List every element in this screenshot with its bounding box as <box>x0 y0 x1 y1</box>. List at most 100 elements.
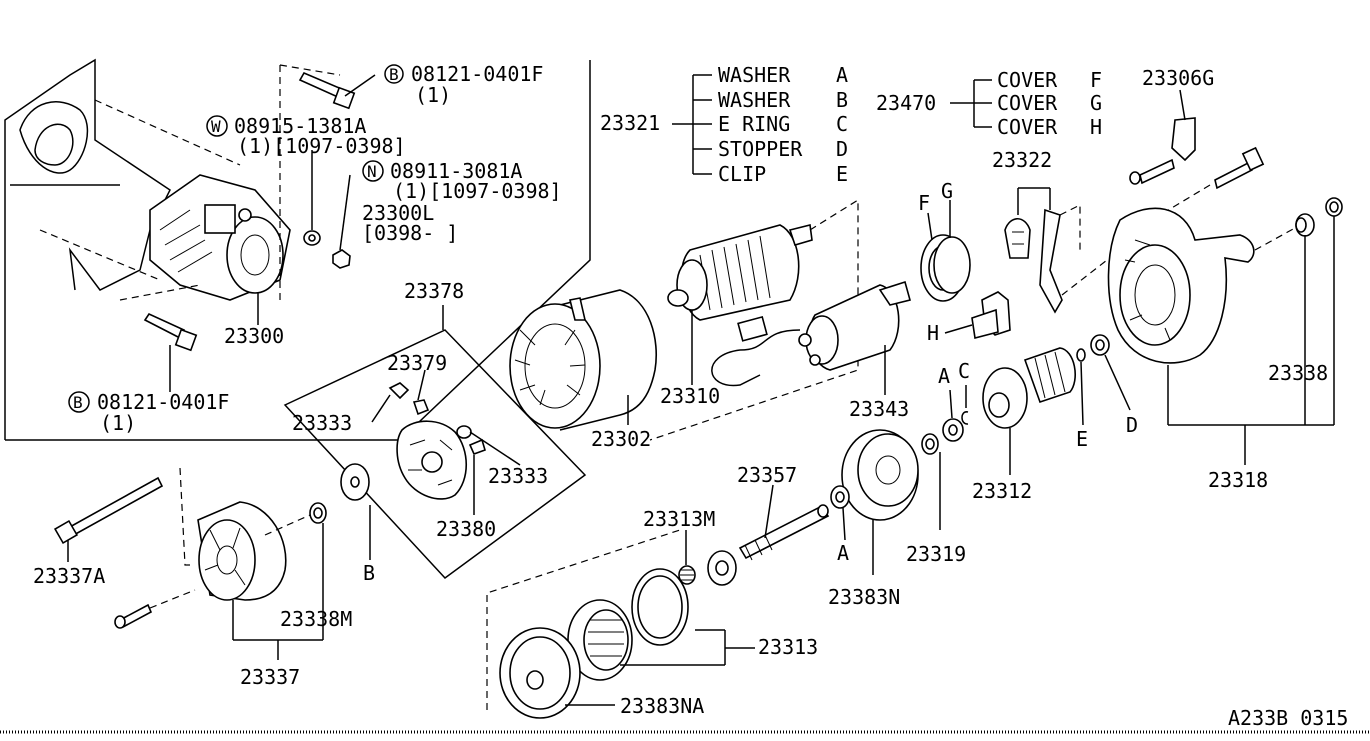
washer-item-letter-e: E <box>836 162 848 186</box>
label-23338m[interactable]: 23338M <box>280 607 352 631</box>
covers-f-g[interactable]: F G <box>918 179 971 302</box>
label-23383na[interactable]: 23383NA <box>620 694 704 718</box>
washer-item-name-e: CLIP <box>718 162 766 186</box>
label-23383n[interactable]: 23383N <box>828 585 900 609</box>
cover-item-letter-g: G <box>1090 91 1102 115</box>
starter-assembly-23300[interactable] <box>149 174 291 301</box>
part-number-08915[interactable]: 08915-1381A <box>234 114 366 138</box>
magnetic-switch-23343[interactable] <box>649 198 911 441</box>
part-number-08911[interactable]: 08911-3081A <box>390 159 522 183</box>
end-cover-23383na[interactable]: 23383NA <box>486 529 704 719</box>
qty-washer-w: (1)[1097-0398] <box>237 134 406 158</box>
cover-item-letter-h: H <box>1090 115 1102 139</box>
armature-23310[interactable] <box>667 224 813 321</box>
label-23322[interactable]: 23322 <box>992 148 1052 172</box>
shaft-23357[interactable]: 23357 <box>707 463 830 586</box>
letter-d: D <box>1126 413 1138 437</box>
label-23333-left[interactable]: 23333 <box>292 411 352 435</box>
label-23313m[interactable]: 23313M <box>643 507 715 531</box>
sleeve-23319[interactable]: 23319 <box>906 433 966 566</box>
callout-23318: 23318 <box>1167 365 1334 492</box>
label-23343[interactable]: 23343 <box>849 397 909 421</box>
gear-kit-23313[interactable]: 23313 <box>567 568 818 681</box>
washer-a-upper[interactable]: A <box>938 364 964 442</box>
label-23318[interactable]: 23318 <box>1208 468 1268 492</box>
badge-b-bottom: B <box>73 393 83 412</box>
label-23300[interactable]: 23300 <box>224 324 284 348</box>
washer-a-lower[interactable]: A <box>830 485 850 565</box>
label-23470[interactable]: 23470 <box>876 91 936 115</box>
letter-a-upper: A <box>938 364 950 388</box>
label-23337a[interactable]: 23337A <box>33 564 105 588</box>
label-23378[interactable]: 23378 <box>404 279 464 303</box>
label-23312[interactable]: 23312 <box>972 479 1032 503</box>
bushings-23338[interactable]: 23338 <box>1254 197 1343 425</box>
through-bolt-23337a[interactable]: 23337A <box>33 467 190 588</box>
callout-bolt-bottom: B 08121-0401F (1) <box>68 345 229 435</box>
part-number-23300l[interactable]: 23300L <box>362 201 434 225</box>
callout-23302: 23302 <box>591 395 651 451</box>
cover-23383n[interactable]: 23383N <box>828 429 919 609</box>
part-23333-left[interactable]: 23333 <box>292 394 391 435</box>
label-23313[interactable]: 23313 <box>758 635 818 659</box>
brush-holder-group: 23378 <box>283 279 587 580</box>
brush-holder-23380[interactable] <box>396 420 467 500</box>
callout-23343: 23343 <box>849 345 909 421</box>
lever-23322[interactable]: 23322 <box>992 148 1121 314</box>
label-23319[interactable]: 23319 <box>906 542 966 566</box>
bushing-23338m[interactable]: 23338M <box>264 502 352 640</box>
bracket-23306g[interactable]: 23306G <box>1109 66 1265 246</box>
washer-08915[interactable] <box>303 230 321 246</box>
label-23333-right[interactable]: 23333 <box>488 464 548 488</box>
callout-23380: 23380 <box>436 455 496 541</box>
label-23337[interactable]: 23337 <box>240 665 300 689</box>
washer-item-letter-a: A <box>836 63 848 87</box>
nut-08911[interactable] <box>332 249 351 269</box>
part-number-08121-top[interactable]: 08121-0401F <box>411 62 543 86</box>
label-23357[interactable]: 23357 <box>737 463 797 487</box>
label-23302[interactable]: 23302 <box>591 427 651 451</box>
badge-w: W <box>211 117 221 136</box>
housing-23318[interactable] <box>1107 207 1255 364</box>
washer-group-23321: 23321 WASHER A WASHER B E RING C STOPPER… <box>600 63 848 186</box>
washer-item-letter-b: B <box>836 88 848 112</box>
cover-item-letter-f: F <box>1090 68 1102 92</box>
label-23321[interactable]: 23321 <box>600 111 660 135</box>
letter-b: B <box>363 561 375 585</box>
letter-a-lower: A <box>837 541 849 565</box>
cover-item-name-h: COVER <box>997 115 1058 139</box>
e-ring-c[interactable]: C <box>958 359 970 425</box>
part-23333-right[interactable]: 23333 <box>456 425 548 488</box>
label-23338[interactable]: 23338 <box>1268 361 1328 385</box>
engine-block-illustration <box>4 58 591 441</box>
clip-e[interactable]: E <box>1076 348 1088 451</box>
callout-nut-n: N 08911-3081A (1)[1097-0398] 23300L [039… <box>339 159 562 251</box>
cover-item-name-g: COVER <box>997 91 1058 115</box>
letter-c: C <box>958 359 970 383</box>
cover-group-23470: 23470 COVER F COVER G COVER H <box>876 68 1102 139</box>
stopper-d[interactable]: D <box>1090 334 1138 437</box>
bolt-08121-bottom[interactable] <box>119 284 201 352</box>
part-23379[interactable]: 23379 <box>387 351 447 416</box>
cover-h[interactable]: H <box>927 291 1011 345</box>
part-number-08121-bottom[interactable]: 08121-0401F <box>97 390 229 414</box>
gear-23313m[interactable]: 23313M <box>643 507 715 585</box>
callout-washer-w: W 08915-1381A (1)[1097-0398] <box>206 114 406 230</box>
label-23379[interactable]: 23379 <box>387 351 447 375</box>
cover-item-name-f: COVER <box>997 68 1058 92</box>
label-23306g[interactable]: 23306G <box>1142 66 1214 90</box>
pinion-23312[interactable]: 23312 <box>972 347 1076 503</box>
label-23380[interactable]: 23380 <box>436 517 496 541</box>
washer-b[interactable]: B <box>340 463 375 585</box>
washer-item-name-a: WASHER <box>718 63 791 87</box>
badge-n: N <box>367 162 377 181</box>
washer-item-letter-c: C <box>836 112 848 136</box>
diagram-code: A233B 0315 <box>1228 706 1348 730</box>
label-23310[interactable]: 23310 <box>660 384 720 408</box>
yoke-23302[interactable] <box>509 289 658 431</box>
rear-cover-23337[interactable]: 23337 <box>114 501 323 689</box>
letter-f: F <box>918 191 930 215</box>
letter-g: G <box>941 179 953 203</box>
